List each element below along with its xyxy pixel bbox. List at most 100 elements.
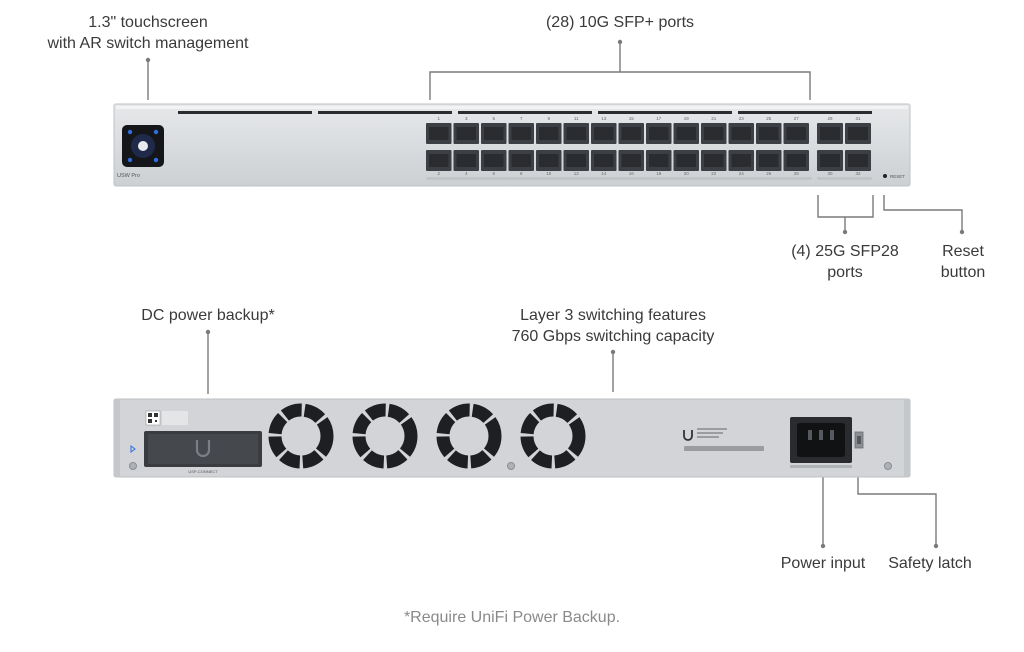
qr-code-icon (145, 410, 161, 426)
dc-power-backup-port[interactable] (144, 431, 262, 467)
sfp-plus-port-cage (539, 127, 559, 140)
sfp-plus-port-group (426, 123, 812, 180)
sfp-plus-port-cage (786, 154, 806, 167)
sfp-plus-port-cage (566, 154, 586, 167)
sfp-plus-port-number: 9 (547, 116, 550, 121)
sfp-plus-port-cage (484, 154, 504, 167)
sfp-plus-port-cage (484, 127, 504, 140)
sfp-plus-port-number: 10 (546, 171, 552, 176)
sfp-plus-port-cage (731, 154, 751, 167)
sfp-plus-port-cage (649, 154, 669, 167)
sfp-plus-port-number: 14 (601, 171, 607, 176)
sfp-plus-port-number: 21 (711, 116, 717, 121)
sfp-plus-port-cage (676, 127, 696, 140)
label-dc-power-backup: DC power backup* (141, 307, 275, 324)
sfp-plus-port-number: 15 (629, 116, 635, 121)
sfp-plus-port-number: 22 (711, 171, 717, 176)
front-vent-slot (598, 111, 732, 114)
play-arrow-icon (130, 445, 136, 453)
sfp-plus-port-cage (511, 127, 531, 140)
sfp-plus-port-cage (594, 127, 614, 140)
label-reset-button: Reset button (940, 243, 986, 281)
sfp28-port-number: 29 (827, 116, 833, 121)
sfp28-port-cage (848, 154, 868, 167)
front-vent-slot (458, 111, 592, 114)
sfp-plus-port-cage (759, 127, 779, 140)
fan-icon (268, 403, 334, 469)
sfp-plus-port-number: 24 (739, 171, 745, 176)
ubiquiti-logo-icon (683, 430, 693, 441)
sfp-plus-port-number: 25 (766, 116, 772, 121)
label-touchscreen: 1.3" touchscreen with AR switch manageme… (47, 14, 249, 52)
sfp28-port-number: 30 (827, 171, 833, 176)
sfp-plus-port-cage (676, 154, 696, 167)
sfp-plus-port-number: 13 (601, 116, 607, 121)
screw-icon (884, 462, 892, 470)
sfp-plus-port-cage (704, 127, 724, 140)
label-power-input: Power input (780, 555, 866, 572)
reset-button[interactable] (883, 174, 887, 178)
led-strip (817, 177, 872, 180)
sfp-plus-port-cage (511, 154, 531, 167)
sfp-plus-port-number: 19 (684, 116, 690, 121)
sfp-plus-port-cage (759, 154, 779, 167)
reset-text: RESET (890, 174, 905, 179)
sfp-plus-port-cage (649, 127, 669, 140)
front-vent-slot (738, 111, 872, 114)
sfp-plus-port-cage (621, 127, 641, 140)
sfp-plus-port-number: 16 (629, 171, 635, 176)
power-input-socket[interactable] (790, 417, 852, 468)
label-sfp-plus-ports: (28) 10G SFP+ ports (545, 14, 695, 31)
sfp-plus-port-cage (731, 127, 751, 140)
sfp-plus-port-number: 23 (739, 116, 745, 121)
screw-icon (507, 462, 515, 470)
usp-connect-text: USP-CONNECT (188, 469, 218, 474)
sfp-plus-port-cage (566, 127, 586, 140)
sfp-plus-port-cage (594, 154, 614, 167)
label-layer3-features: Layer 3 switching features 760 Gbps swit… (511, 307, 715, 345)
sfp-plus-port-cage (456, 127, 476, 140)
sfp-plus-port-cage (786, 127, 806, 140)
sfp28-port-number: 31 (855, 116, 861, 121)
sfp28-port-cage (848, 127, 868, 140)
sfp28-port-cage (820, 127, 840, 140)
sfp-plus-port-number: 20 (684, 171, 690, 176)
regulatory-marks-icon (684, 428, 764, 451)
sfp-plus-port-number: 11 (574, 116, 579, 121)
sfp28-port-group (817, 123, 872, 180)
label-sfp28-ports: (4) 25G SFP28 ports (791, 243, 899, 281)
sfp-plus-port-number: 6 (492, 171, 495, 176)
sfp-plus-port-number: 26 (766, 171, 772, 176)
sfp-plus-port-cage (539, 154, 559, 167)
sfp-plus-port-number: 27 (794, 116, 800, 121)
safety-latch[interactable] (854, 431, 864, 449)
sfp-plus-port-cage (429, 127, 449, 140)
led-strip (426, 177, 812, 180)
front-model-text: USW Pro (117, 173, 140, 179)
sfp-plus-port-cage (704, 154, 724, 167)
screw-icon (129, 462, 137, 470)
sfp28-port-number: 32 (855, 171, 861, 176)
rear-sticker (162, 411, 188, 425)
sfp-plus-port-cage (456, 154, 476, 167)
sfp-plus-port-number: 17 (656, 116, 662, 121)
sfp-plus-port-number: 2 (437, 171, 440, 176)
sfp-plus-port-cage (621, 154, 641, 167)
sfp-plus-port-number: 4 (465, 171, 468, 176)
sfp-plus-port-number: 8 (520, 171, 523, 176)
fan-icon (352, 403, 418, 469)
sfp-plus-port-number: 18 (656, 171, 662, 176)
sfp-plus-port-number: 3 (465, 116, 468, 121)
sfp-plus-port-number: 1 (437, 116, 440, 121)
label-safety-latch: Safety latch (888, 555, 972, 572)
ubiquiti-logo-icon (195, 440, 211, 458)
sfp-plus-port-number: 5 (492, 116, 495, 121)
touchscreen[interactable] (122, 125, 164, 167)
footnote: *Require UniFi Power Backup. (403, 609, 621, 626)
sfp28-port-cage (820, 154, 840, 167)
sfp-plus-port-cage (429, 154, 449, 167)
front-vent-slot (178, 111, 312, 114)
fan-icon (520, 403, 586, 469)
